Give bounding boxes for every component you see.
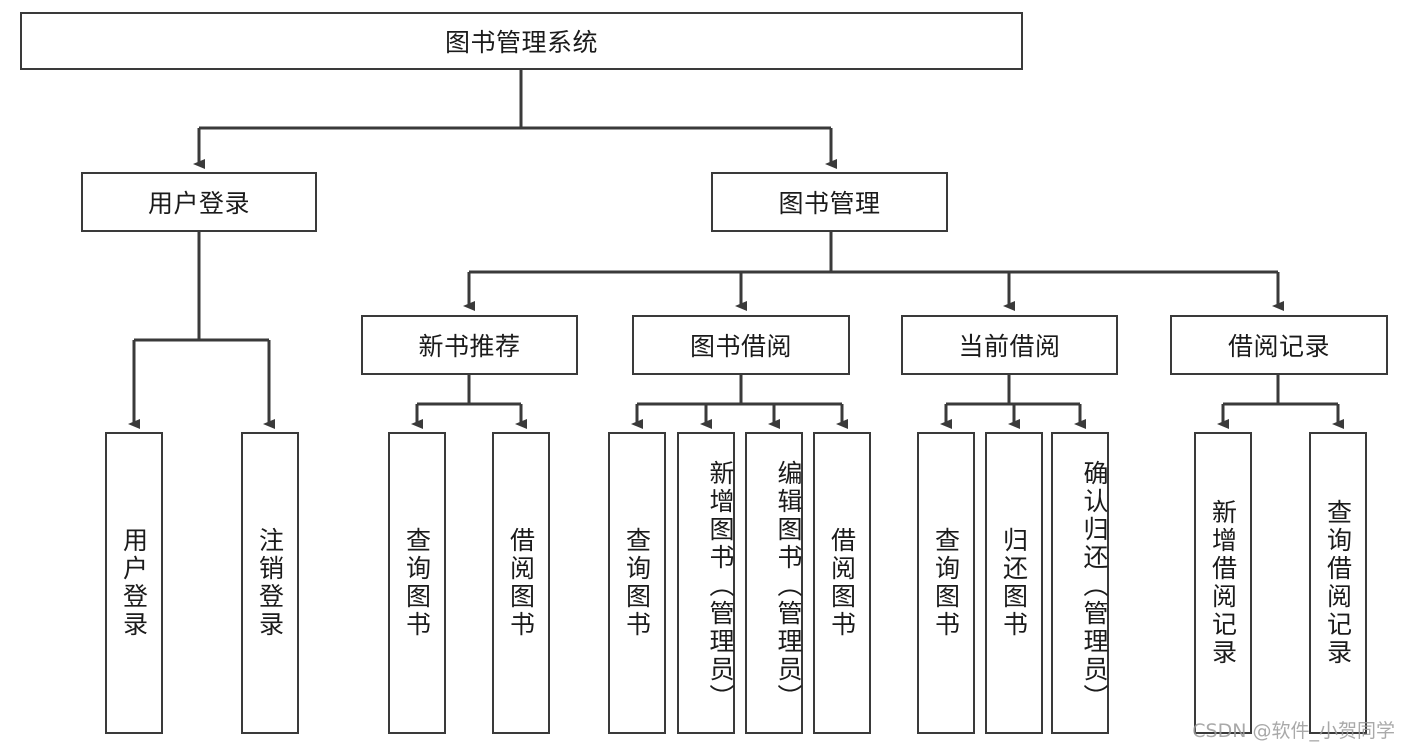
node-label: 查询图书 bbox=[402, 527, 432, 639]
node-label: 确认归还（管理员） bbox=[1080, 460, 1109, 712]
node-book-borrow[interactable]: 图书借阅 bbox=[632, 315, 850, 375]
leaf-newbook-borrow-book[interactable]: 借阅图书 bbox=[492, 432, 550, 734]
node-label: 查询图书 bbox=[931, 527, 961, 639]
node-label: 借阅图书 bbox=[827, 527, 857, 639]
node-user-login[interactable]: 用户登录 bbox=[81, 172, 317, 232]
node-book-management-system[interactable]: 图书管理系统 bbox=[20, 12, 1023, 70]
node-label: 新增借阅记录 bbox=[1208, 499, 1238, 667]
node-label: 图书管理系统 bbox=[444, 28, 598, 57]
node-label: 图书借阅 bbox=[689, 332, 792, 361]
node-label: 新书推荐 bbox=[418, 332, 521, 361]
leaf-borrowrecord-add-record[interactable]: 新增借阅记录 bbox=[1194, 432, 1252, 734]
node-label: 用户登录 bbox=[147, 189, 250, 218]
leaf-bookborrow-edit-book-admin[interactable]: 编辑图书（管理员） bbox=[745, 432, 803, 734]
leaf-bookborrow-query-book[interactable]: 查询图书 bbox=[608, 432, 666, 734]
node-label: 归还图书 bbox=[999, 527, 1029, 639]
node-label: 借阅记录 bbox=[1227, 332, 1330, 361]
node-label: 查询图书 bbox=[622, 527, 652, 639]
leaf-currentborrow-return-book[interactable]: 归还图书 bbox=[985, 432, 1043, 734]
leaf-bookborrow-add-book-admin[interactable]: 新增图书（管理员） bbox=[677, 432, 735, 734]
leaf-bookborrow-borrow-book[interactable]: 借阅图书 bbox=[813, 432, 871, 734]
node-label: 用户登录 bbox=[119, 527, 149, 639]
node-label: 新增图书（管理员） bbox=[706, 460, 735, 712]
node-label: 编辑图书（管理员） bbox=[774, 460, 803, 712]
leaf-newbook-query-book[interactable]: 查询图书 bbox=[388, 432, 446, 734]
leaf-currentborrow-confirm-return-admin[interactable]: 确认归还（管理员） bbox=[1051, 432, 1109, 734]
node-label: 当前借阅 bbox=[958, 332, 1061, 361]
node-book-management[interactable]: 图书管理 bbox=[711, 172, 948, 232]
node-current-borrow[interactable]: 当前借阅 bbox=[901, 315, 1118, 375]
watermark-text: CSDN @软件_小贺同学 bbox=[1192, 720, 1395, 742]
node-new-book-recommend[interactable]: 新书推荐 bbox=[361, 315, 578, 375]
leaf-borrowrecord-query-record[interactable]: 查询借阅记录 bbox=[1309, 432, 1367, 734]
node-borrow-record[interactable]: 借阅记录 bbox=[1170, 315, 1388, 375]
node-label: 图书管理 bbox=[778, 189, 881, 218]
node-label: 借阅图书 bbox=[506, 527, 536, 639]
node-label: 查询借阅记录 bbox=[1323, 499, 1353, 667]
node-label: 注销登录 bbox=[255, 527, 285, 639]
leaf-user-login[interactable]: 用户登录 bbox=[105, 432, 163, 734]
leaf-currentborrow-query-book[interactable]: 查询图书 bbox=[917, 432, 975, 734]
leaf-logout[interactable]: 注销登录 bbox=[241, 432, 299, 734]
